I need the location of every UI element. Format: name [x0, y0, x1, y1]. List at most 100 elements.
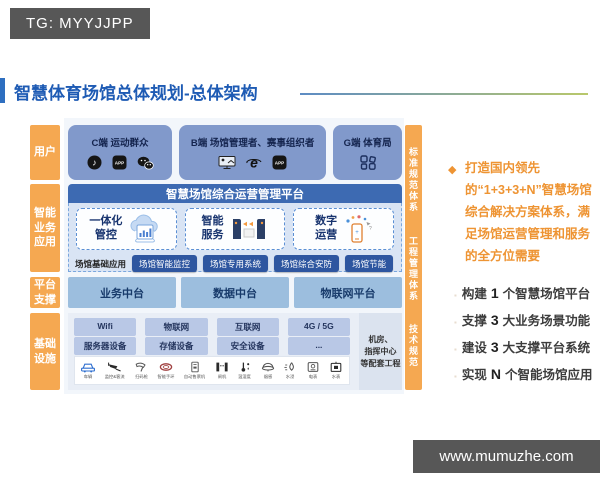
app-pill-energy-saving: 场馆节能 — [345, 255, 394, 272]
page-title-bold: 总体架构 — [189, 84, 258, 103]
module-smart-service: 智能 服务 — [184, 208, 286, 250]
network-iot: 物联网 — [145, 318, 208, 336]
browser-icon: e — [246, 155, 262, 170]
scan-gun-icon — [133, 361, 149, 373]
cctv-terminal: 监控&客流 — [103, 361, 126, 380]
user-box-g: G端 体育局 — [333, 125, 402, 180]
app-icon: APP — [272, 155, 287, 170]
module-integrated-control: 一体化 管控 — [76, 208, 177, 250]
network-4g5g: 4G / 5G — [287, 318, 350, 336]
miniprogram-icon — [359, 155, 376, 171]
smoke-sensor-terminal: 烟感 — [260, 361, 276, 380]
point-bullet-icon: ▪ — [454, 291, 457, 301]
architecture-diagram: 用户 智能业务应用 平台支撑 基础设施 C端 运动群众 ♪ APP B端 场馆管… — [30, 118, 422, 394]
entrance-gate-icon — [229, 215, 269, 243]
cloud-chart-icon — [127, 214, 163, 244]
platform-title-bar: 智慧场馆综合运营管理平台 — [68, 184, 402, 203]
user-box-b: B端 场馆管理者、赛事组织者 e APP — [179, 125, 327, 180]
title-accent-bar — [0, 78, 5, 103]
user-box-c-label: C端 运动群众 — [91, 137, 149, 149]
ticket-machine-terminal: 自动售票机 — [182, 361, 207, 380]
svg-text:APP: APP — [275, 161, 284, 166]
gate-terminal: 闸机 — [214, 361, 230, 380]
electric-meter-icon — [305, 361, 321, 373]
svg-text:e: e — [250, 155, 258, 170]
point-bullet-icon: ▪ — [454, 345, 457, 355]
vehicle-terminal: 车辆 — [80, 361, 96, 380]
highlight-text: ◆ 打造国内领先的“1+3+3+N”智慧场馆综合解决方案体系，满足场馆运营管理和… — [448, 161, 592, 263]
ticket-kiosk-icon — [187, 361, 203, 373]
device-more: ... — [287, 337, 350, 355]
smoke-detector-icon — [260, 361, 276, 373]
temp-humidity-terminal: 温湿度 — [237, 361, 253, 380]
module-label: 智能 服务 — [201, 215, 224, 241]
watermark-top: TG: MYYJJPP — [10, 8, 150, 39]
thermometer-icon — [237, 361, 253, 373]
water-meter-icon — [328, 361, 344, 373]
user-box-c: C端 运动群众 ♪ APP — [68, 125, 173, 180]
standards-label: 标准规范体系 — [408, 147, 418, 214]
douyin-icon: ♪ — [87, 155, 102, 170]
tech-spec-label: 技术规范 — [408, 323, 418, 368]
infra-side-note: 机房、 指挥中心 等配套工程 — [359, 313, 402, 390]
svg-text:?: ? — [369, 226, 372, 232]
module-label: 数字 运营 — [315, 215, 338, 241]
svg-text:♪: ♪ — [92, 158, 97, 168]
app-pill-dedicated-system: 场馆专用系统 — [203, 255, 269, 272]
car-icon — [80, 361, 96, 373]
key-point: ▪ 建设 3 大支撑平台系统 — [454, 339, 591, 356]
app-row-label: 场馆基础应用 — [75, 258, 127, 269]
wristband-terminal: 智能手环 — [156, 361, 176, 380]
water-leak-terminal: 水浸 — [282, 361, 298, 380]
water-meter-terminal: 水表 — [328, 361, 344, 380]
title-row: 智慧体育场馆总体规划-总体架构 — [0, 76, 600, 106]
module-digital-operation: 数字 运营 ?+ — [293, 208, 395, 250]
title-divider — [300, 93, 588, 95]
user-row: C端 运动群众 ♪ APP B端 场馆管理者、赛事组织者 e APP G端 体育… — [68, 125, 402, 180]
user-box-b-label: B端 场馆管理者、赛事组织者 — [190, 137, 315, 149]
turnstile-icon — [214, 361, 230, 373]
layer-label-users: 用户 — [30, 125, 60, 180]
network-internet: 互联网 — [216, 318, 279, 336]
layer-label-support: 平台支撑 — [30, 277, 60, 308]
key-points: ▪ 构建 1 个智慧场馆平台 ▪ 支撑 3 大业务场景功能 ▪ 建设 3 大支撑… — [448, 283, 598, 383]
terminal-icon-strip: 车辆 监控&客流 扫码枪 智能手环 自动售票机 — [74, 356, 350, 385]
app-icon: APP — [112, 155, 127, 170]
electric-meter-terminal: 电表 — [305, 361, 321, 380]
key-point: ▪ 支撑 3 大业务场景功能 — [454, 312, 591, 329]
summary-panel: ◆ 打造国内领先的“1+3+3+N”智慧场馆综合解决方案体系，满足场馆运营管理和… — [448, 158, 598, 391]
application-panel: 一体化 管控 智能 服务 数字 运营 ?+ 场馆基础应用 场馆智能监控 场馆专用… — [68, 203, 402, 272]
module-label: 一体化 管控 — [89, 215, 123, 241]
smart-band-icon — [158, 361, 174, 373]
phone-data-icon: ?+ — [342, 214, 372, 244]
device-row: 服务器设备 存储设备 安全设备 ... — [74, 337, 350, 355]
support-row: 业务中台 数据中台 物联网平台 — [68, 277, 402, 308]
page-title-normal: 智慧体育场馆总体规划- — [14, 84, 190, 103]
water-drop-icon — [282, 361, 298, 373]
engineering-label: 工程管理体系 — [408, 235, 418, 302]
device-security: 安全设备 — [216, 337, 279, 355]
network-row: Wifi 物联网 互联网 4G / 5G — [74, 318, 350, 336]
key-point: ▪ 构建 1 个智慧场馆平台 — [454, 285, 591, 302]
app-pill-monitoring: 场馆智能监控 — [132, 255, 198, 272]
point-bullet-icon: ▪ — [454, 318, 457, 328]
standards-bar: 标准规范体系 工程管理体系 技术规范 — [405, 125, 422, 390]
support-iot-platform: 物联网平台 — [294, 277, 402, 308]
support-data-middle-platform: 数据中台 — [181, 277, 289, 308]
layer-label-infra: 基础设施 — [30, 313, 60, 390]
app-pill-security: 场馆综合安防 — [274, 255, 340, 272]
svg-text:APP: APP — [114, 161, 123, 166]
scanner-terminal: 扫码枪 — [133, 361, 149, 380]
diamond-bullet-icon: ◆ — [448, 164, 457, 176]
device-server: 服务器设备 — [74, 337, 137, 355]
network-wifi: Wifi — [74, 318, 137, 336]
support-business-middle-platform: 业务中台 — [68, 277, 176, 308]
infrastructure-section: Wifi 物联网 互联网 4G / 5G 服务器设备 存储设备 安全设备 ...… — [68, 313, 402, 390]
cctv-camera-icon — [107, 361, 123, 373]
svg-text:+: + — [355, 230, 359, 236]
point-bullet-icon: ▪ — [454, 372, 457, 382]
wechat-icon — [137, 156, 154, 170]
user-box-g-label: G端 体育局 — [343, 137, 392, 149]
device-storage: 存储设备 — [145, 337, 208, 355]
layer-label-business: 智能业务应用 — [30, 184, 60, 272]
